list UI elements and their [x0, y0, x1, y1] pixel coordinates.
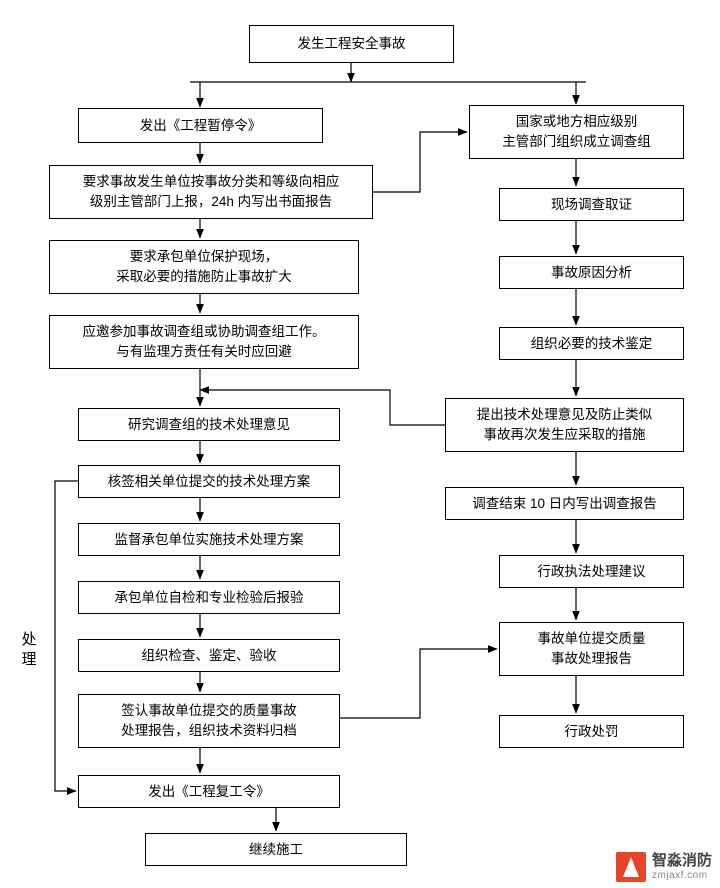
flow-node-r5: 提出技术处理意见及防止类似 事故再次发生应采取的措施: [445, 398, 684, 452]
flow-node-n10: 组织检查、鉴定、验收: [78, 639, 340, 672]
flow-node-label: 组织必要的技术鉴定: [530, 335, 653, 351]
flow-node-r8: 事故单位提交质量 事故处理报告: [499, 622, 684, 676]
flow-node-r9: 行政处罚: [499, 715, 684, 748]
flow-node-label: 事故单位提交质量 事故处理报告: [537, 631, 646, 666]
process-side-label: 处 理: [21, 631, 37, 669]
flow-node-label: 组织检查、鉴定、验收: [141, 647, 277, 663]
flow-node-n2: 发出《工程暂停令》: [78, 108, 323, 143]
flow-node-label: 承包单位自检和专业检验后报验: [114, 589, 304, 605]
flow-node-label: 应邀参加事故调查组或协助调查组工作。 与有监理方责任有关时应回避: [82, 324, 326, 359]
watermark-subtitle: zmjaxf.com: [651, 869, 708, 881]
flow-node-n13: 继续施工: [145, 833, 407, 866]
flow-node-n6: 研究调查组的技术处理意见: [78, 408, 340, 441]
flow-node-n5: 应邀参加事故调查组或协助调查组工作。 与有监理方责任有关时应回避: [49, 315, 359, 369]
flow-node-label: 事故原因分析: [551, 264, 632, 280]
flow-node-label: 要求承包单位保护现场， 采取必要的措施防止事故扩大: [116, 249, 292, 284]
flow-node-label: 发出《工程复工令》: [148, 783, 270, 799]
flow-node-label: 提出技术处理意见及防止类似 事故再次发生应采取的措施: [476, 407, 653, 442]
flow-node-label: 国家或地方相应级别 主管部门组织成立调查组: [502, 114, 651, 149]
flow-node-n1: 发生工程安全事故: [249, 25, 454, 63]
flow-node-n9: 承包单位自检和专业检验后报验: [78, 581, 340, 614]
flow-node-n7: 核签相关单位提交的技术处理方案: [78, 465, 340, 498]
flow-node-label: 签认事故单位提交的质量事故 处理报告，组织技术资料归档: [121, 703, 297, 738]
flow-node-label: 调查结束 10 日内写出调查报告: [472, 495, 657, 511]
flow-node-label: 行政处罚: [564, 723, 619, 739]
flow-node-n3: 要求事故发生单位按事故分类和等级向相应 级别主管部门上报，24h 内写出书面报告: [49, 165, 373, 219]
flow-node-r7: 行政执法处理建议: [499, 555, 684, 588]
flow-node-n8: 监督承包单位实施技术处理方案: [78, 523, 340, 556]
flow-node-r1: 国家或地方相应级别 主管部门组织成立调查组: [469, 105, 684, 159]
watermark-logo-icon: [615, 852, 646, 882]
flow-node-r2: 现场调查取证: [499, 188, 684, 221]
flow-node-label: 现场调查取证: [551, 196, 632, 212]
flow-node-label: 继续施工: [249, 841, 303, 857]
flow-node-label: 核签相关单位提交的技术处理方案: [107, 473, 311, 489]
flow-node-label: 研究调查组的技术处理意见: [128, 416, 290, 432]
flow-node-r6: 调查结束 10 日内写出调查报告: [445, 487, 684, 520]
flow-node-label: 发出《工程暂停令》: [139, 117, 262, 133]
flow-node-n12: 发出《工程复工令》: [78, 775, 340, 808]
watermark-title: 智淼消防: [651, 852, 712, 870]
flow-node-n4: 要求承包单位保护现场， 采取必要的措施防止事故扩大: [49, 240, 359, 294]
flow-node-n11: 签认事故单位提交的质量事故 处理报告，组织技术资料归档: [78, 694, 340, 748]
flow-node-r3: 事故原因分析: [499, 256, 684, 289]
flow-node-label: 行政执法处理建议: [537, 563, 646, 579]
flow-node-label: 监督承包单位实施技术处理方案: [114, 531, 304, 547]
flow-node-label: 发生工程安全事故: [297, 36, 406, 52]
flow-node-label: 要求事故发生单位按事故分类和等级向相应 级别主管部门上报，24h 内写出书面报告: [82, 174, 340, 209]
flow-node-r4: 组织必要的技术鉴定: [499, 327, 684, 360]
watermark: 智淼消防 zmjaxf.com: [615, 852, 712, 882]
